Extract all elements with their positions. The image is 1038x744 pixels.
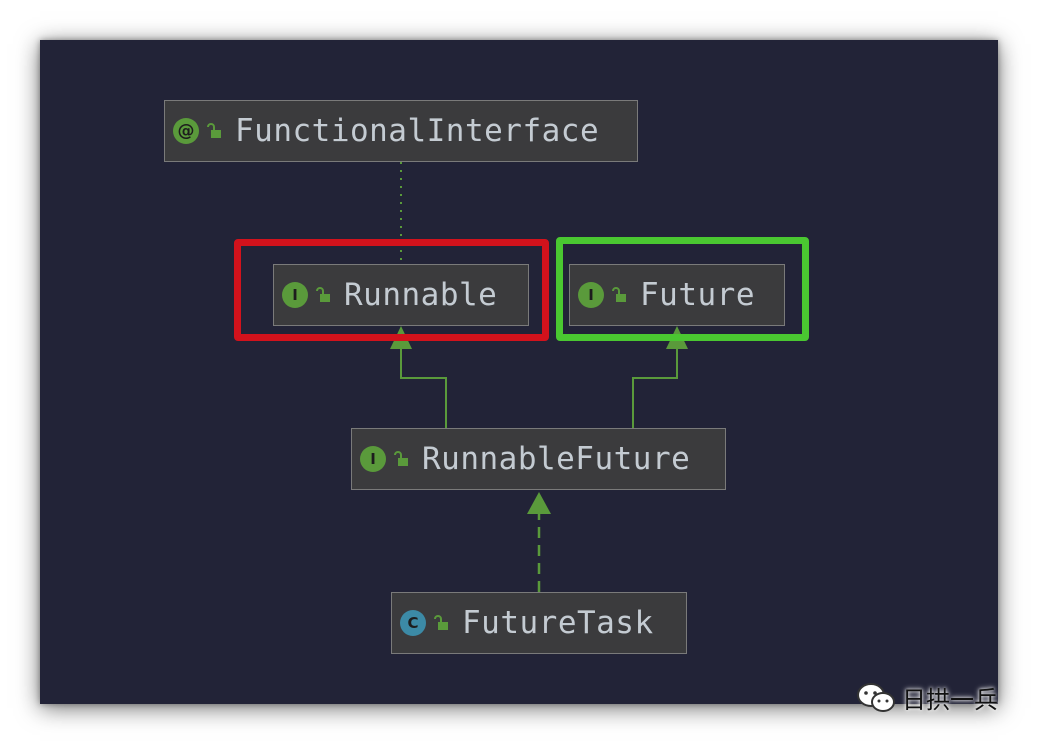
edge-runnable-future-future: [632, 344, 678, 428]
unlocked-padlock-icon: [394, 451, 408, 466]
interface-badge-icon: I: [282, 282, 308, 308]
highlight-future: [556, 237, 809, 341]
unlocked-padlock-icon: [434, 615, 448, 630]
interface-badge-icon: I: [360, 446, 386, 472]
node-label: Future: [640, 277, 755, 313]
class-badge-icon: C: [400, 610, 426, 636]
node-label: Runnable: [344, 277, 498, 313]
annotation-badge-icon: @: [173, 118, 199, 144]
highlight-runnable: [234, 239, 549, 341]
node-runnable[interactable]: I Runnable: [273, 264, 529, 326]
node-label: FutureTask: [462, 605, 654, 641]
node-label: RunnableFuture: [422, 441, 691, 477]
unlocked-padlock-icon: [207, 123, 221, 138]
watermark: 日拱一兵: [856, 680, 998, 715]
watermark-text: 日拱一兵: [902, 686, 998, 714]
edge-runnable-future-runnable: [400, 344, 447, 428]
wechat-icon: [857, 682, 895, 712]
interface-badge-icon: I: [578, 282, 604, 308]
node-future-task[interactable]: C FutureTask: [391, 592, 687, 654]
arrowhead-runnable-future: [527, 492, 551, 514]
diagram-canvas: @ FunctionalInterface I Runnable I Futur…: [40, 40, 998, 704]
node-future[interactable]: I Future: [569, 264, 785, 326]
unlocked-padlock-icon: [612, 287, 626, 302]
node-runnable-future[interactable]: I RunnableFuture: [351, 428, 726, 490]
node-label: FunctionalInterface: [235, 113, 600, 149]
node-functional-interface[interactable]: @ FunctionalInterface: [164, 100, 638, 162]
diagram-edges: [390, 162, 688, 592]
unlocked-padlock-icon: [316, 287, 330, 302]
